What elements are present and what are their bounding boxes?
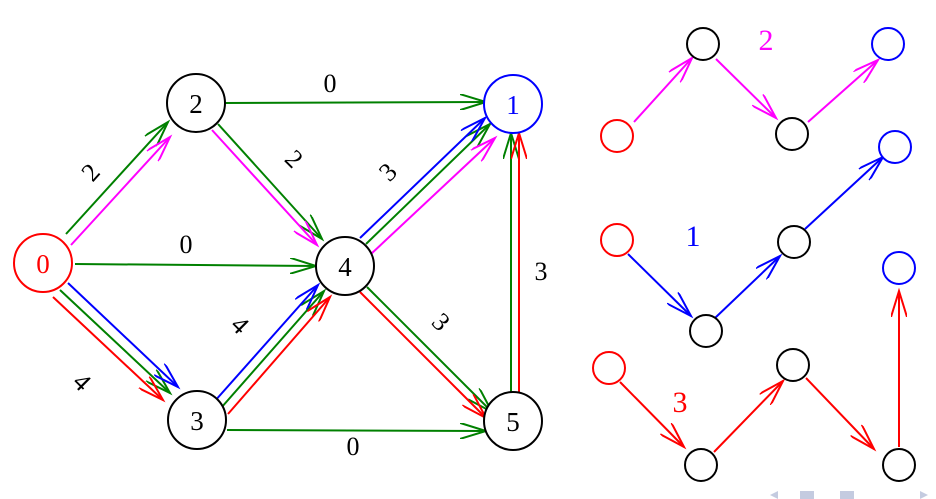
path-diagram-label: 2	[759, 24, 774, 57]
path-diagram-label: 1	[686, 220, 701, 253]
node-label: 5	[506, 407, 520, 437]
path-blue	[67, 118, 485, 403]
path-node	[777, 225, 811, 259]
edge-2-1	[223, 102, 486, 103]
path-red-segment	[227, 297, 330, 415]
path-node	[776, 348, 810, 382]
path-diagram-magenta: 2	[600, 24, 905, 153]
graph-nodes: 0 1 2 3 4 5	[13, 73, 543, 451]
weight-3-5: 0	[347, 432, 360, 461]
path-diagram-blue: 1	[600, 130, 912, 348]
edge-0-4	[74, 264, 316, 266]
weight-0-3: 4	[67, 367, 97, 397]
node-2: 2	[166, 73, 226, 133]
path-node	[684, 448, 718, 482]
weight-4-1: 3	[373, 157, 403, 187]
path-red-segment	[52, 296, 163, 400]
node-label: 0	[36, 249, 50, 279]
path-node-start	[600, 119, 634, 153]
path-diagram-label: 3	[673, 386, 688, 419]
nav-section-icon[interactable]	[800, 491, 814, 499]
edge-3-5	[226, 430, 486, 431]
edge-0-3	[59, 289, 170, 393]
nav-next-icon[interactable]	[920, 491, 928, 499]
node-label: 1	[506, 90, 520, 120]
path-blue-segment	[67, 282, 178, 387]
node-0: 0	[13, 233, 73, 293]
weight-4-5: 3	[426, 307, 456, 337]
path-red-segment	[359, 291, 486, 418]
path-diagram-red: 3	[592, 251, 916, 482]
edge-2-4	[217, 123, 322, 239]
path-magenta-segment	[370, 138, 495, 255]
path-magenta	[70, 129, 495, 255]
path-node-start	[592, 351, 626, 385]
nav-prev-icon[interactable]	[770, 491, 778, 499]
weight-0-4: 0	[180, 230, 193, 259]
node-3: 3	[167, 390, 227, 450]
path-blue-segment	[213, 285, 318, 403]
path-node	[689, 314, 723, 348]
path-red	[52, 133, 519, 418]
graph-edges	[59, 102, 511, 431]
path-node	[775, 117, 809, 151]
path-magenta-segment	[70, 137, 170, 246]
nav-frame-icon[interactable]	[840, 491, 854, 499]
weight-2-4: 2	[279, 144, 309, 174]
path-node-start	[600, 223, 634, 257]
path-node-end	[871, 27, 905, 61]
edge-4-1	[365, 124, 490, 245]
edge-0-2	[65, 122, 168, 235]
path-blue-segment	[359, 118, 485, 239]
node-label: 4	[338, 252, 352, 282]
node-label: 3	[190, 406, 204, 436]
edge-4-5	[366, 286, 492, 412]
slide-nav[interactable]	[770, 491, 928, 499]
node-1: 1	[483, 74, 543, 134]
node-label: 2	[189, 89, 203, 119]
node-4: 4	[315, 236, 375, 296]
path-node-end	[882, 251, 916, 285]
node-5: 5	[483, 391, 543, 451]
weight-5-1: 3	[535, 257, 548, 286]
path-node	[686, 27, 720, 61]
path-magenta-segment	[211, 129, 317, 245]
weight-3-4: 4	[225, 310, 255, 340]
main-graph: 2 0 4 0 2 4 0 3 3 3 0 1 2	[13, 69, 548, 461]
weight-0-2: 2	[76, 158, 106, 187]
weight-2-1: 0	[324, 69, 337, 98]
path-node-end	[878, 130, 912, 164]
edge-3-4	[220, 291, 324, 409]
path-node	[882, 448, 916, 482]
